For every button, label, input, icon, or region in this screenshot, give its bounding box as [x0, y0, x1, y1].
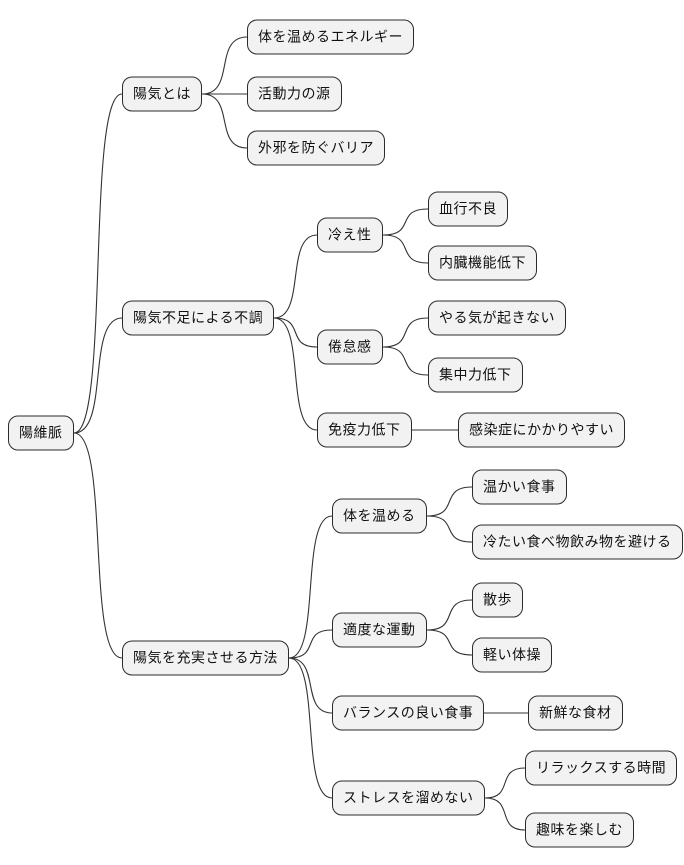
mindmap-edge — [273, 317, 318, 431]
mindmap-node-poor-circulation: 血行不良 — [428, 191, 508, 227]
mindmap-edge — [73, 93, 123, 434]
mindmap-node-balanced-diet: バランスの良い食事 — [332, 695, 485, 731]
mindmap-edge — [201, 36, 248, 95]
mindmap-edge — [382, 317, 429, 348]
mindmap-node-barrier-against-evils: 外邪を防ぐバリア — [247, 130, 385, 166]
mindmap-edge — [288, 657, 333, 799]
mindmap-node-deficiency-disorders: 陽気不足による不調 — [122, 300, 275, 336]
mindmap-edge — [288, 657, 333, 714]
mindmap-edge — [382, 234, 429, 264]
mindmap-node-moderate-exercise: 適度な運動 — [332, 612, 427, 648]
mindmap-node-cold-sensitivity: 冷え性 — [317, 217, 383, 253]
mindmap-node-prone-to-infection: 感染症にかかりやすい — [458, 412, 625, 448]
mindmap-node-warming-energy: 体を温めるエネルギー — [247, 19, 414, 55]
mindmap-edge — [73, 432, 123, 659]
mindmap-edge — [288, 629, 333, 659]
mindmap-node-yang-wei-mai: 陽維脈 — [8, 415, 74, 451]
mindmap-node-organ-function-decline: 内臓機能低下 — [428, 245, 537, 281]
mindmap-edge — [73, 317, 123, 434]
mindmap-node-no-motivation: やる気が起きない — [428, 300, 566, 336]
mindmap-node-relaxation-time: リラックスする時間 — [525, 750, 678, 786]
mindmap-node-light-gymnastics: 軽い体操 — [472, 637, 552, 673]
mindmap-edge — [426, 515, 473, 543]
mindmap-node-avoid-cold-food-drink: 冷たい食べ物飲み物を避ける — [472, 524, 683, 560]
mindmap-node-poor-concentration: 集中力低下 — [428, 357, 523, 393]
mindmap-node-weak-immunity: 免疫力低下 — [317, 412, 412, 448]
mindmap-node-enjoy-hobbies: 趣味を楽しむ — [525, 812, 634, 848]
mindmap-edge — [288, 515, 333, 659]
mindmap-node-avoid-stress: ストレスを溜めない — [332, 780, 485, 816]
mindmap-edge — [426, 629, 473, 656]
mindmap-edge — [484, 797, 526, 831]
mindmap-edge — [273, 234, 318, 319]
mindmap-node-what-is-yangqi: 陽気とは — [122, 76, 202, 112]
mindmap-node-fresh-ingredients: 新鮮な食材 — [528, 695, 623, 731]
mindmap-node-walking: 散歩 — [472, 582, 523, 618]
mindmap-edge — [201, 93, 248, 149]
mindmap-node-ways-to-enrich-yangqi: 陽気を充実させる方法 — [122, 640, 289, 676]
mindmap-edge — [426, 599, 473, 631]
mindmap-edge — [382, 346, 429, 376]
mindmap-node-warm-meals: 温かい食事 — [472, 469, 567, 505]
mindmap-edge — [273, 317, 318, 348]
mindmap-node-source-of-activity: 活動力の源 — [247, 76, 342, 112]
mindmap-node-warm-the-body: 体を温める — [332, 498, 427, 534]
mindmap-edge — [426, 486, 473, 517]
mindmap-edge — [382, 208, 429, 236]
mindmap-node-fatigue: 倦怠感 — [317, 329, 383, 365]
mindmap-edge — [484, 767, 526, 799]
